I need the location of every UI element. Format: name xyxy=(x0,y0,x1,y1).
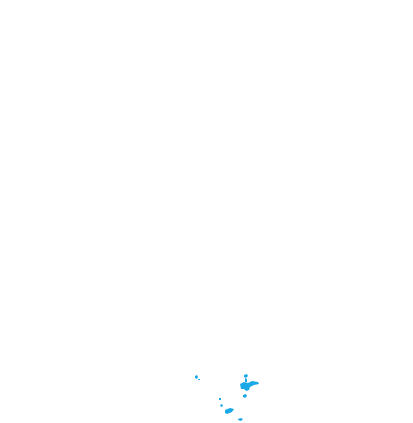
map-feature xyxy=(240,381,259,391)
map-feature xyxy=(245,378,247,382)
map-feature xyxy=(195,375,198,379)
map-feature xyxy=(225,408,234,414)
map-feature xyxy=(220,404,223,407)
map-feature xyxy=(198,379,200,380)
map-feature xyxy=(219,398,221,400)
map-features xyxy=(195,374,259,421)
map-feature xyxy=(243,394,247,398)
map-feature xyxy=(244,374,248,378)
map-feature xyxy=(238,418,243,421)
